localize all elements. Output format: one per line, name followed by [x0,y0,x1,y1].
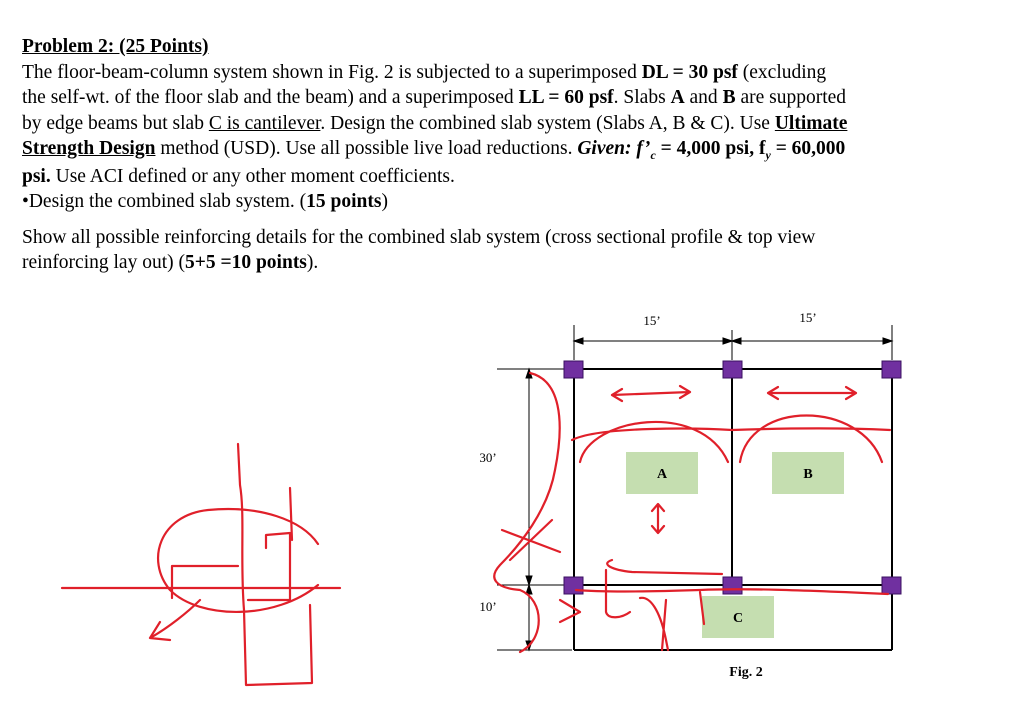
problem-statement: Problem 2: (25 Points) The floor-beam-co… [22,34,1012,276]
problem-line-2: the self-wt. of the floor slab and the b… [22,87,847,108]
dim-top-left: 15’ [643,313,660,328]
problem-line-4: Strength Design method (USD). Use all po… [22,138,846,162]
column-marker [881,576,902,595]
slab-c-label-box [702,596,774,638]
column-marker [722,360,743,379]
columns [563,360,902,595]
live-load-value: LL = 60 psf [518,87,614,108]
dead-load-value: DL = 30 psf [641,61,738,83]
slab-c-label: C [733,611,743,626]
problem-line-8: reinforcing lay out) (5+5 =10 points). [22,252,319,273]
left-dimension [497,367,572,652]
slab-a-label-box [626,452,698,494]
problem-line-1: The floor-beam-column system shown in Fi… [22,61,827,83]
top-dimension [572,325,894,360]
slab-b-label: B [803,467,812,482]
heading-text: Problem 2: (25 Points) [22,36,209,57]
problem-heading: Problem 2: (25 Points) [22,34,1012,60]
figure-caption: Fig. 2 [729,665,762,680]
slab-outline [573,368,893,651]
red-sketch-annotations [60,371,892,687]
dim-left-lower: 10’ [479,599,496,614]
column-marker [722,576,743,595]
slab-a-label: A [657,467,668,482]
slab-b-label-box [772,452,844,494]
dim-left-upper: 30’ [479,450,496,465]
column-marker [881,360,902,379]
problem-line-6: •Design the combined slab system. (15 po… [22,191,388,212]
problem-line-7: Show all possible reinforcing details fo… [22,226,816,248]
column-marker [563,576,584,595]
dim-top-right: 15’ [799,310,816,325]
fy-label: = 4,000 psi, f [655,138,766,159]
problem-line-3: by edge beams but slab C is cantilever. … [22,112,848,134]
problem-line-5: psi. Use ACI defined or any other moment… [22,165,455,187]
column-marker [563,360,584,379]
